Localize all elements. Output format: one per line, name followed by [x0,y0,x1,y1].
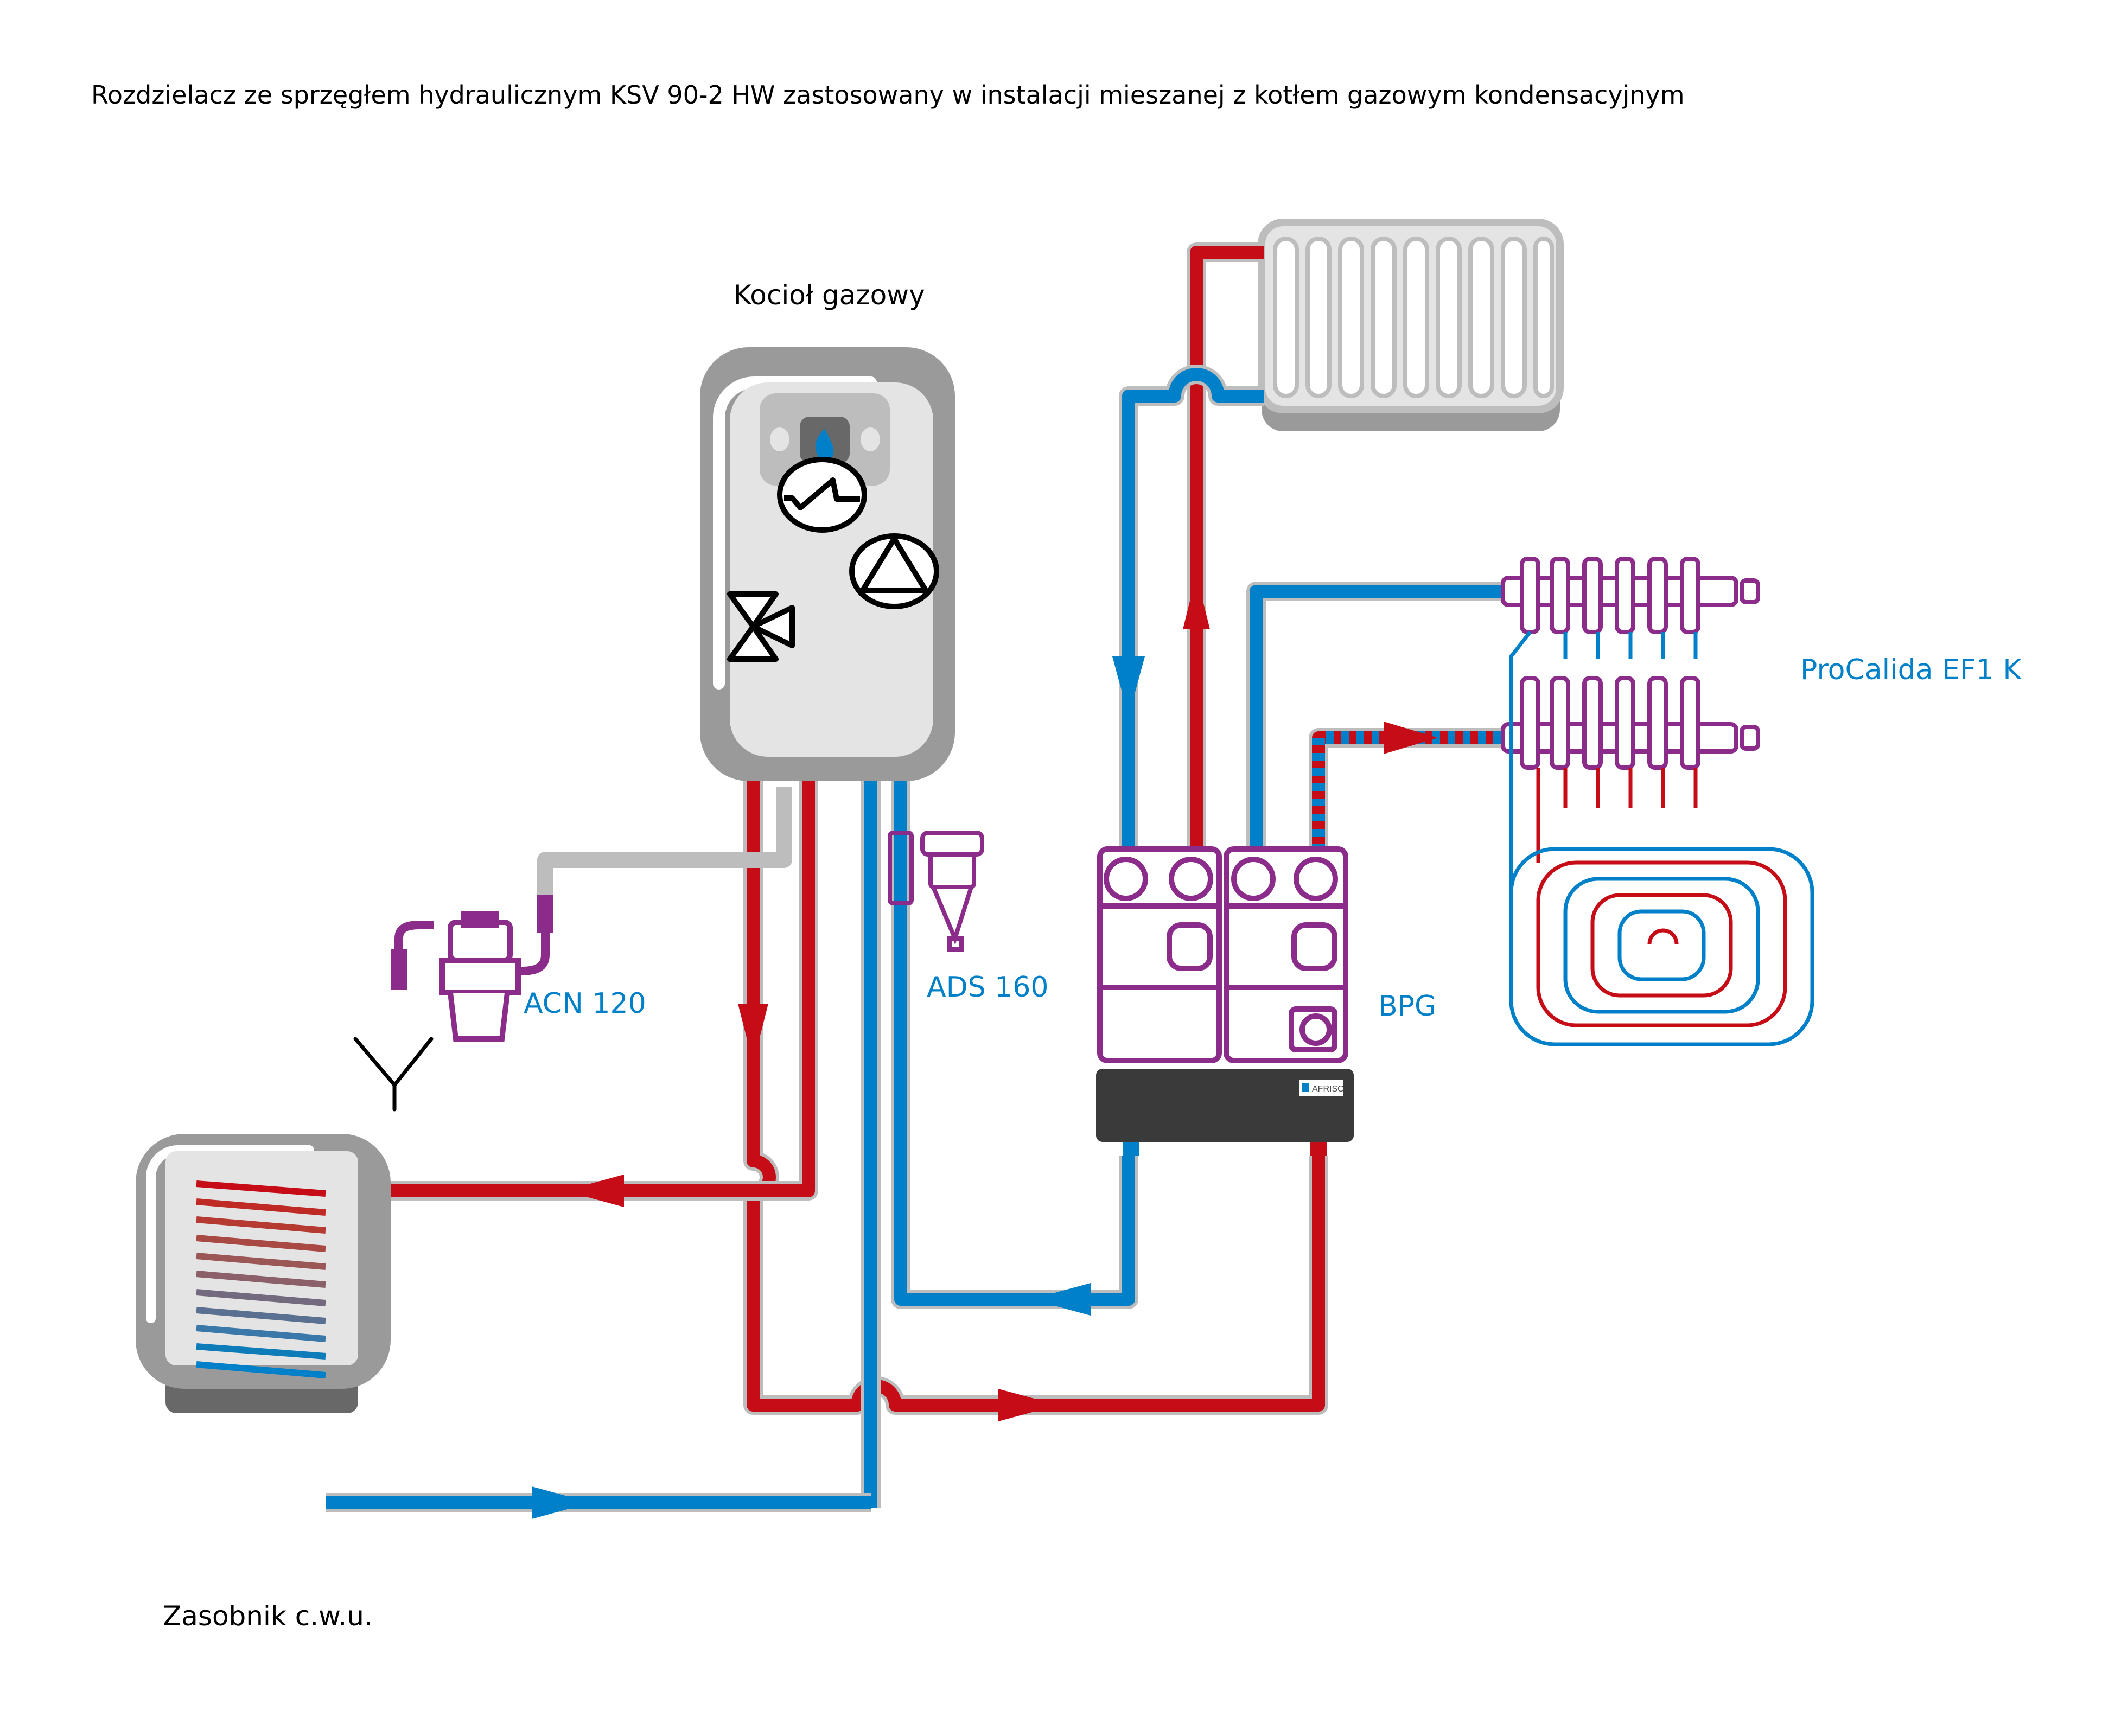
drain-funnel-symbol [353,1037,434,1112]
flame-icon [815,429,834,461]
arrow-bpg-return [1031,1283,1091,1316]
arrow-floor-supply [1384,722,1438,754]
diagram-title: Rozdzielacz ze sprzęgłem hydraulicznym K… [91,80,1685,110]
coil [196,1180,326,1378]
three-way-valve-symbol [727,591,795,662]
arrow-boiler-down [738,1004,768,1063]
manifold-label: ProCalida EF1 K [1800,654,2022,686]
ads-160-device [888,831,984,952]
boiler-label: Kocioł gazowy [734,279,925,311]
bpg-label: BPG [1378,990,1437,1023]
arrow-radiator-supply [1183,575,1210,629]
tank-label: Zasobnik c.w.u. [163,1600,373,1632]
heat-exchanger-symbol [777,457,867,533]
brand-label: AFRISO [1312,1084,1345,1094]
flow-arrows [532,575,1438,1519]
arrow-tank-return [532,1486,591,1519]
radiator [1258,219,1564,431]
procalida-manifold [1501,557,1760,770]
pipes [304,242,1503,1512]
acn-120-device [391,895,553,1042]
bpg-pump-groups [1097,846,1348,1063]
acn-label: ACN 120 [524,987,646,1020]
arrow-to-bpg [998,1389,1058,1421]
hydraulic-separator-ksv: AFRISO [1096,1069,1354,1156]
floor-heating-loop [1509,847,1814,1046]
pump-symbol [849,533,939,609]
arrow-radiator-return [1112,656,1145,716]
arrow-to-tank [564,1175,624,1207]
gas-boiler [700,347,955,781]
dhw-tank [136,1134,391,1413]
ads-label: ADS 160 [927,971,1049,1004]
